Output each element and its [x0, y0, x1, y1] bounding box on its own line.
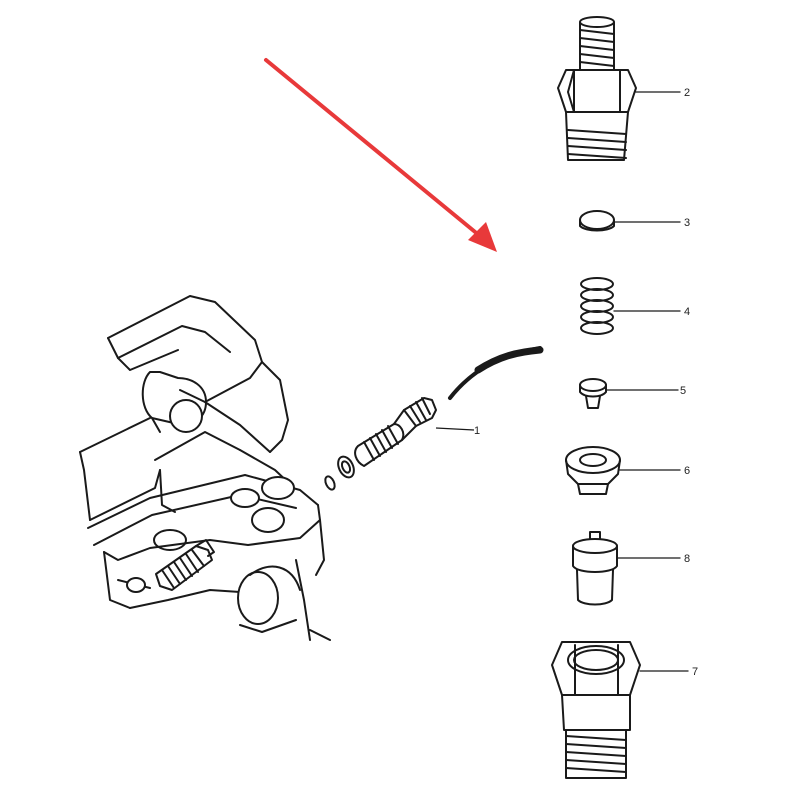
part-label-3: 3 — [684, 217, 690, 229]
part-8-nozzle-tip — [572, 531, 681, 606]
injector-assembly — [354, 397, 437, 467]
washer-pair — [324, 455, 355, 491]
part-label-2: 2 — [684, 87, 690, 99]
leader-1 — [435, 427, 475, 431]
part-5-pressure-pin — [579, 378, 679, 409]
installed-injector — [155, 539, 215, 591]
part-3-shim-disc — [579, 210, 681, 232]
part-label-4: 4 — [684, 306, 690, 318]
part-6-spacer — [565, 446, 681, 495]
part-7-retaining-nut — [551, 641, 689, 779]
engine-block — [79, 295, 331, 641]
part-label-7: 7 — [692, 666, 698, 678]
part-4-spring — [580, 277, 681, 335]
red-arrow — [264, 58, 497, 252]
part-label-8: 8 — [684, 553, 690, 565]
fuel-pipe — [448, 346, 542, 400]
part-2-nozzle-holder — [557, 16, 681, 161]
part-label-6: 6 — [684, 465, 690, 477]
part-label-5: 5 — [680, 385, 686, 397]
part-label-1: 1 — [474, 425, 480, 437]
